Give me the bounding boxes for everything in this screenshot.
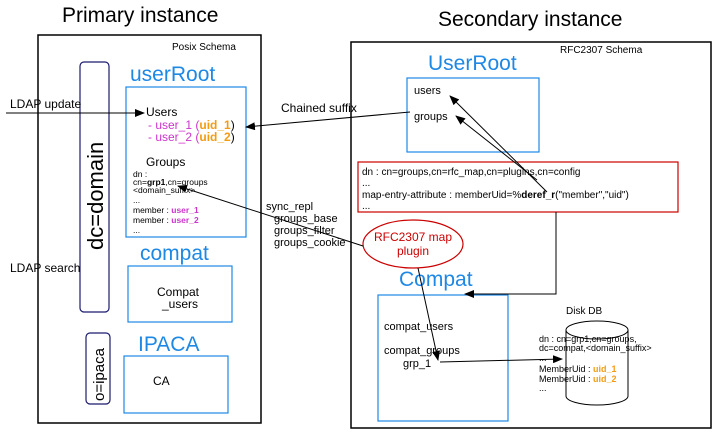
primary-dn-suffix: ,cn=groups xyxy=(165,177,207,187)
ipaca-title: IPACA xyxy=(138,333,199,356)
primary-compat-title: compat xyxy=(140,242,209,265)
ipaca-box xyxy=(123,355,229,414)
config-to-compat-arrow xyxy=(464,212,557,298)
chained-suffix-label: Chained suffix xyxy=(281,101,357,115)
disk-line3: ... xyxy=(539,353,547,363)
primary-member2-value: user_2 xyxy=(171,215,199,225)
sync-repl-line1: groups_base xyxy=(274,213,338,225)
primary-user1-close: ) xyxy=(231,118,235,132)
ipaca-ca-label: CA xyxy=(153,374,170,388)
primary-title: Primary instance xyxy=(62,4,218,27)
sync-repl-line0: sync_repl xyxy=(266,201,313,213)
plugin-config-prefix: map-entry-attribute : memberUid=% xyxy=(362,190,521,201)
disk-member2-line: MemberUid : uid_2 xyxy=(539,374,617,384)
sync-repl-line3: groups_cookie xyxy=(274,237,346,249)
plugin-config-line4: ... xyxy=(362,201,370,212)
deref-users-arrow xyxy=(449,95,548,193)
primary-user2-close: ) xyxy=(231,130,235,144)
secondary-userroot-title: UserRoot xyxy=(428,52,517,75)
disk-db-title: Disk DB xyxy=(566,306,602,317)
plugin-config-suffix: ("member","uid") xyxy=(555,190,629,201)
rfc2307-plugin-ellipse xyxy=(362,219,464,269)
disk-member1-prefix: MemberUid : xyxy=(539,364,593,374)
primary-user2-uid: uid_2 xyxy=(199,130,231,144)
disk-db-cylinder-body xyxy=(565,330,629,406)
plugin-to-groups-arrow xyxy=(417,267,440,361)
secondary-groups-label: groups xyxy=(414,111,448,123)
grp-to-disk-arrow xyxy=(439,355,563,364)
disk-db-cylinder-top xyxy=(565,320,629,340)
disk-line2: dc=compat,<domain_suffix> xyxy=(539,343,652,353)
primary-dn-line3: <domain_suffix> xyxy=(133,185,195,195)
sync-repl-arrow xyxy=(177,184,364,247)
compat-grp-label: grp_1 xyxy=(403,358,431,370)
primary-user2-name: - user_2 ( xyxy=(148,130,199,144)
primary-ellipsis1: ... xyxy=(133,195,140,205)
primary-dn-line1: dn : xyxy=(133,169,147,179)
primary-user1-name: - user_1 ( xyxy=(148,118,199,132)
secondary-userroot-box xyxy=(406,77,540,153)
primary-dn-bold: grp1 xyxy=(147,177,166,187)
plugin-line2: plugin xyxy=(397,244,429,258)
chained-suffix-arrow xyxy=(245,111,411,131)
plugin-config-bold: deref_r xyxy=(521,190,555,201)
disk-member2-prefix: MemberUid : xyxy=(539,374,593,384)
disk-member1-line: MemberUid : uid_1 xyxy=(539,364,617,374)
secondary-title: Secondary instance xyxy=(438,8,622,31)
disk-member1-value: uid_1 xyxy=(593,364,617,374)
primary-dn-line2: cn=grp1,cn=groups xyxy=(133,177,208,187)
sync-repl-line2: groups_filter xyxy=(274,225,335,237)
o-ipaca-box xyxy=(85,332,111,405)
primary-user1-uid: uid_1 xyxy=(199,118,231,132)
primary-users-heading: Users xyxy=(146,105,177,119)
compat-users-label: compat_users xyxy=(384,321,454,333)
plugin-line1: RFC2307 map xyxy=(374,230,452,244)
deref-groups-arrow xyxy=(455,115,538,181)
disk-member2-value: uid_2 xyxy=(593,374,617,384)
ldap-update-label: LDAP update xyxy=(10,97,81,111)
dc-domain-label: dc=domain xyxy=(83,142,108,250)
o-ipaca-label: o=ipaca xyxy=(91,347,108,401)
plugin-config-box xyxy=(357,161,679,213)
primary-userroot-box xyxy=(125,86,247,238)
primary-member1-value: user_1 xyxy=(171,205,199,215)
secondary-users-label: users xyxy=(414,85,441,97)
primary-instance-box xyxy=(37,34,262,424)
primary-compat-line2: _users xyxy=(161,297,198,311)
primary-compat-box xyxy=(127,265,233,323)
disk-line6: ... xyxy=(539,383,547,393)
secondary-instance-box xyxy=(350,41,712,429)
secondary-schema-label: RFC2307 Schema xyxy=(560,45,643,56)
primary-user2-line: - user_2 (uid_2) xyxy=(148,130,235,144)
primary-userroot-title: userRoot xyxy=(130,63,215,86)
primary-member2-prefix: member : xyxy=(133,215,171,225)
primary-schema-label: Posix Schema xyxy=(172,42,236,53)
primary-member1-line: member : user_1 xyxy=(133,205,199,215)
ldap-search-label: LDAP search xyxy=(10,261,80,275)
plugin-config-line1: dn : cn=groups,cn=rfc_map,cn=plugins,cn=… xyxy=(362,167,580,178)
secondary-compat-title: Compat xyxy=(399,268,473,291)
disk-line1: dn : cn=grp1,cn=groups, xyxy=(539,334,637,344)
primary-compat-line1: Compat xyxy=(157,285,200,299)
plugin-config-line3: map-entry-attribute : memberUid=%deref_r… xyxy=(362,190,629,201)
primary-member1-prefix: member : xyxy=(133,205,171,215)
primary-user1-line: - user_1 (uid_1) xyxy=(148,118,235,132)
secondary-compat-box xyxy=(377,294,509,422)
compat-groups-label: compat_groups xyxy=(384,345,460,357)
dc-domain-box xyxy=(79,61,110,313)
primary-groups-heading: Groups xyxy=(146,155,185,169)
primary-member2-line: member : user_2 xyxy=(133,215,199,225)
primary-dn-prefix: cn= xyxy=(133,177,147,187)
primary-ellipsis2: ... xyxy=(133,225,140,235)
plugin-config-line2: ... xyxy=(362,178,370,189)
